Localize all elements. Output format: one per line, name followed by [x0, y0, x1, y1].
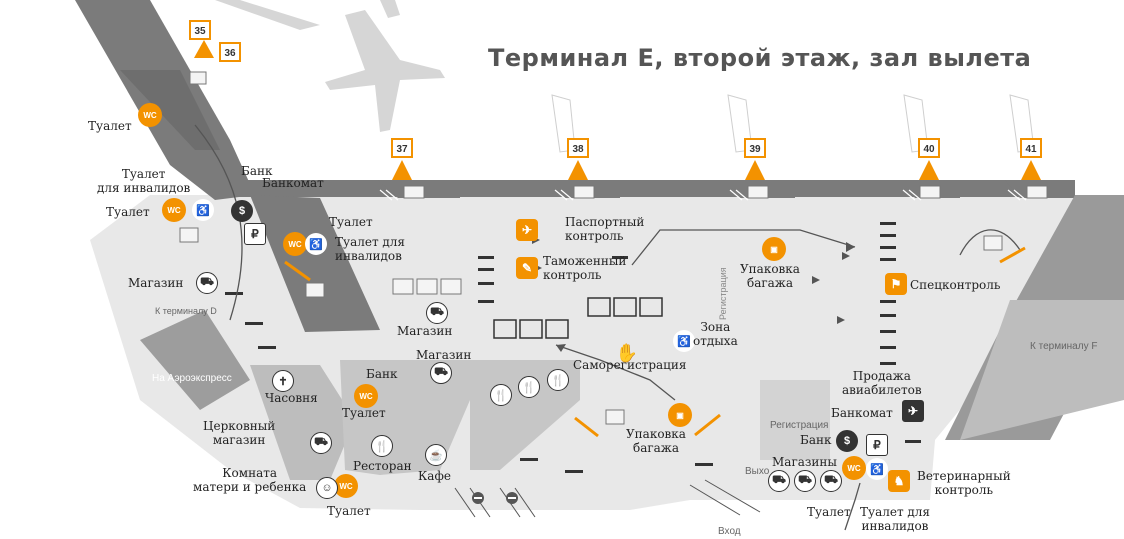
- map-title: Терминал E, второй этаж, зал вылета: [488, 44, 1032, 72]
- label-toilet: Туалет: [807, 505, 851, 519]
- label-cafe: Кафе: [418, 469, 451, 483]
- ticket-sales-icon[interactable]: ✈: [902, 400, 924, 422]
- passport-control-icon[interactable]: ✈: [516, 219, 538, 241]
- label-rest-zone: Зона отдыха: [693, 320, 738, 348]
- label-aeroexpress[interactable]: На Аэроэкспресс: [152, 373, 232, 384]
- wc-icon[interactable]: WC: [334, 474, 358, 498]
- passport-gates: [493, 297, 663, 339]
- gate-36[interactable]: 36: [219, 42, 241, 62]
- label-toilet-disabled: Туалет для инвалидов: [860, 505, 930, 533]
- counters: [225, 222, 921, 473]
- label-customs-control: Таможенный контроль: [543, 254, 627, 282]
- luggage-belts: [284, 246, 1026, 438]
- label-bank: Банк: [800, 433, 832, 447]
- label-shop: Магазин: [128, 276, 184, 290]
- gate-38[interactable]: 38: [567, 138, 589, 158]
- label-church-shop: Церковный магазин: [203, 419, 276, 447]
- label-toilet: Туалет: [329, 215, 373, 229]
- label-shops: Магазины: [772, 455, 837, 469]
- label-atm: Банкомат: [831, 406, 893, 420]
- label-security-control: Спецконтроль: [910, 278, 1001, 292]
- jetway-arms: [551, 94, 1035, 153]
- bank-icon[interactable]: $: [836, 430, 858, 452]
- wheelchair-icon: ♿: [673, 330, 695, 352]
- label-toilet-disabled: Туалет для инвалидов: [335, 235, 405, 263]
- label-toilet: Туалет: [106, 205, 150, 219]
- restaurant-icon[interactable]: 🍴: [547, 369, 569, 391]
- label-vet-control: Ветеринарный контроль: [917, 469, 1011, 497]
- gate-40[interactable]: 40: [918, 138, 940, 158]
- label-atm: Банкомат: [262, 176, 324, 190]
- restaurant-icon[interactable]: 🍴: [518, 376, 540, 398]
- dark-corridor: [250, 195, 380, 332]
- label-to-terminal-f[interactable]: К терминалу F: [1030, 341, 1098, 352]
- no-entry-signs: [472, 492, 518, 504]
- customs-control-icon[interactable]: ✎: [516, 257, 538, 279]
- label-exit[interactable]: Выхо: [745, 466, 770, 477]
- label-bank: Банк: [366, 367, 398, 381]
- label-shop: Магазин: [397, 324, 453, 338]
- wheelchair-icon: ♿: [866, 458, 888, 480]
- label-chapel: Часовня: [265, 391, 318, 405]
- bank-icon[interactable]: $: [231, 200, 253, 222]
- wc-icon[interactable]: WC: [283, 232, 307, 256]
- baggage-wrap-icon[interactable]: ▣: [762, 237, 786, 261]
- security-control-icon[interactable]: ⚑: [885, 273, 907, 295]
- cart-icon[interactable]: ⛟: [426, 302, 448, 324]
- baggage-wrap-icon[interactable]: ▣: [668, 403, 692, 427]
- cart-icon[interactable]: ⛟: [768, 470, 790, 492]
- label-restaurant: Ресторан: [353, 459, 412, 473]
- wc-icon[interactable]: WC: [162, 198, 186, 222]
- label-toilet-disabled: Туалет для инвалидов: [97, 167, 191, 195]
- restaurant-icon[interactable]: 🍴: [490, 384, 512, 406]
- wc-icon[interactable]: WC: [842, 456, 866, 480]
- label-baggage-wrap: Упаковка багажа: [740, 262, 800, 290]
- cart-icon[interactable]: ⛟: [196, 272, 218, 294]
- vet-control-icon[interactable]: ♞: [888, 470, 910, 492]
- atm-icon[interactable]: ₽: [244, 223, 266, 245]
- self-checkin-icon[interactable]: ✋: [615, 342, 639, 363]
- baby-icon[interactable]: ☺: [316, 477, 338, 499]
- restaurant-icon[interactable]: 🍴: [371, 435, 393, 457]
- elevators: [179, 71, 1048, 425]
- cart-icon[interactable]: ⛟: [430, 362, 452, 384]
- label-entrance[interactable]: Вход: [718, 526, 741, 537]
- plane-silhouettes: [215, 0, 445, 132]
- atm-icon[interactable]: ₽: [866, 434, 888, 456]
- label-bank: Банк: [241, 164, 273, 178]
- gate-markers: [194, 40, 1041, 180]
- label-mother-child-room: Комната матери и ребенка: [193, 466, 307, 494]
- wc-icon[interactable]: WC: [138, 103, 162, 127]
- gate-41[interactable]: 41: [1020, 138, 1042, 158]
- label-self-checkin: Саморегистрация: [573, 358, 687, 372]
- right-edge: [960, 300, 1124, 440]
- chapel-icon[interactable]: ✝: [272, 370, 294, 392]
- label-passport-control: Паспортный контроль: [565, 215, 645, 243]
- cart-icon[interactable]: ⛟: [310, 432, 332, 454]
- booth-block: [760, 380, 830, 460]
- wheelchair-icon: ♿: [192, 199, 214, 221]
- cafe-icon[interactable]: ☕: [425, 444, 447, 466]
- pier-inner: [120, 70, 220, 150]
- gate-37[interactable]: 37: [391, 138, 413, 158]
- label-toilet: Туалет: [327, 504, 371, 518]
- label-shop: Магазин: [416, 348, 472, 362]
- label-ticket-sales: Продажа авиабилетов: [842, 369, 922, 397]
- label-to-terminal-d[interactable]: К терминалу D: [155, 306, 217, 316]
- label-toilet: Туалет: [88, 119, 132, 133]
- wc-icon[interactable]: WC: [354, 384, 378, 408]
- gate-35[interactable]: 35: [189, 20, 211, 40]
- label-baggage-wrap: Упаковка багажа: [626, 427, 686, 455]
- chapel-zone: [250, 365, 355, 480]
- aeroexpress-path: [140, 310, 250, 410]
- label-registration: Регистрация: [770, 420, 829, 431]
- label-registration-vertical: Регистрация: [718, 267, 728, 320]
- gate-39[interactable]: 39: [744, 138, 766, 158]
- wheelchair-icon: ♿: [305, 233, 327, 255]
- stairs: [379, 189, 1027, 201]
- cart-icon[interactable]: ⛟: [794, 470, 816, 492]
- cart-icon[interactable]: ⛟: [820, 470, 842, 492]
- label-toilet: Туалет: [342, 406, 386, 420]
